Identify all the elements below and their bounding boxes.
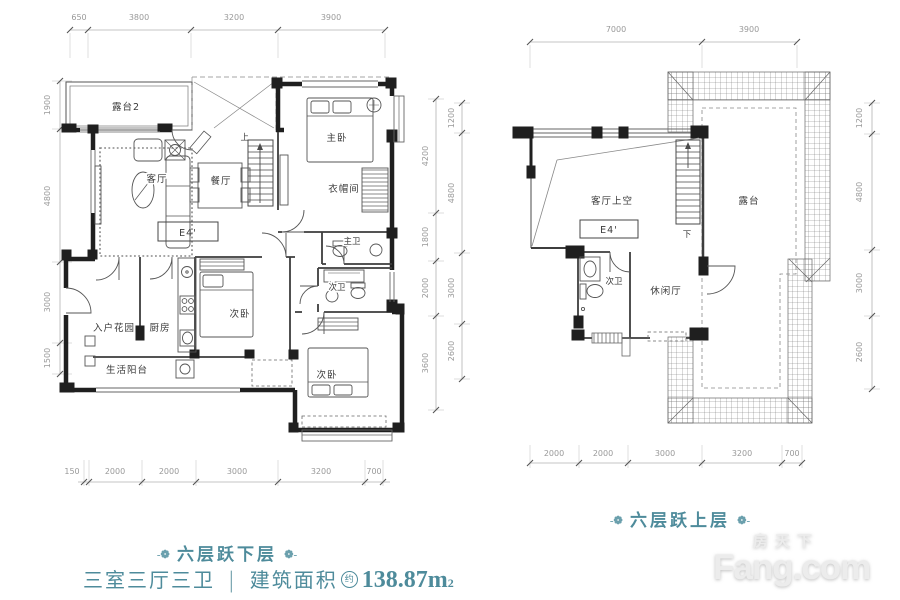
right-plan-fixtures [579, 256, 604, 312]
dim-label: 700 [366, 467, 381, 476]
dim-label: 4800 [447, 183, 456, 203]
room-label-living: 客厅 [146, 173, 167, 185]
area-exponent: 2 [447, 576, 456, 590]
dim-label: 2600 [447, 341, 456, 361]
unit-code-box-upper [579, 219, 639, 239]
dim-label: 3200 [311, 467, 331, 476]
dim-label: 1500 [43, 348, 52, 368]
room-label-bed2: 次卧 [229, 308, 250, 320]
room-label-bed3: 次卧 [316, 369, 337, 381]
left-plan-walls [59, 77, 405, 433]
right-plan-dimensions: 7000 3900 1200 4800 3000 2600 1200 4800 … [447, 25, 880, 468]
right-plan-roof-hatch [667, 71, 831, 424]
dim-label: 4800 [855, 182, 864, 202]
dim-label: 2000 [159, 467, 179, 476]
room-count-text: 三室三厅三卫 [83, 570, 215, 592]
right-plan-room-labels: 客厅上空 露台 次卫 休闲厅 下 E4' [579, 195, 759, 297]
room-label-second-bath: 次卫 [328, 282, 346, 293]
unit-code-label: E4' [179, 228, 197, 239]
dim-label: 1200 [447, 108, 456, 128]
unit-code-box [157, 221, 219, 242]
dim-label: 3000 [43, 292, 52, 312]
ornament-left: -❁ [156, 549, 170, 561]
right-plan-stairs [675, 139, 701, 225]
left-plan-doors [65, 129, 345, 335]
floorplan-drawing: 650 3800 3200 3900 1900 4800 3000 1500 4… [43, 13, 880, 486]
left-plan-stairs [247, 139, 274, 207]
dim-label: 650 [71, 13, 86, 22]
left-plan-dimensions: 650 3800 3200 3900 1900 4800 3000 1500 4… [43, 13, 444, 486]
dim-label: 150 [64, 467, 79, 476]
area-label: 建筑面积 [249, 570, 338, 592]
fang-watermark-logo: Fang.com [713, 548, 871, 587]
unit-code-label-upper: E4' [600, 225, 618, 236]
room-label-terrace: 露台 [738, 195, 759, 207]
left-plan-title-text: 六层跃下层 [177, 545, 277, 564]
left-plan-furniture [84, 97, 389, 398]
left-plan-windows [90, 80, 405, 442]
dim-label: 3900 [739, 25, 759, 34]
right-plan-title-text: 六层跃上层 [630, 511, 730, 530]
area-value: 138.87m [361, 567, 448, 593]
room-label-kitchen: 厨房 [149, 322, 170, 334]
room-label-leisure: 休闲厅 [650, 285, 682, 297]
dim-label: 3600 [421, 353, 430, 373]
approx-circle-badge: 约 [340, 570, 358, 588]
room-label-foyer: 入户花园 [93, 322, 135, 334]
dim-label: 2000 [544, 449, 564, 458]
room-label-master-bath: 主卫 [343, 236, 361, 247]
dim-label: 3200 [224, 13, 244, 22]
unit-spec-line: 三室三厅三卫 │ 建筑面积 约 138.87m 2 [83, 564, 456, 594]
right-plan-walls [512, 125, 709, 341]
dim-label: 4200 [421, 146, 430, 166]
ornament-left: -❁ [609, 515, 623, 527]
dim-label: 1900 [43, 95, 52, 115]
fang-watermark: 房天下 Fang.com [713, 534, 898, 585]
dim-label: 3900 [321, 13, 341, 22]
dim-label: 2000 [421, 278, 430, 298]
fang-watermark-cn: 房天下 [753, 533, 820, 550]
room-label-dining: 餐厅 [210, 175, 231, 187]
dim-label: 3000 [447, 278, 456, 298]
divider: │ [225, 571, 240, 591]
room-label-living-void: 客厅上空 [591, 195, 633, 207]
left-plan-title: -❁ 六层跃下层 ❁- [112, 540, 342, 565]
right-plan-windows [591, 331, 687, 357]
stairs-down-label: 下 [683, 230, 692, 240]
ornament-right: ❁- [737, 515, 751, 527]
right-floor-plan: 7000 3900 1200 4800 3000 2600 1200 4800 … [447, 25, 880, 468]
dim-label: 2600 [855, 342, 864, 362]
dim-label: 1800 [421, 227, 430, 247]
dim-label: 1200 [855, 108, 864, 128]
dim-label: 3200 [732, 449, 752, 458]
right-plan-title: -❁ 六层跃上层 ❁- [565, 506, 795, 531]
right-plan-doors [609, 251, 736, 295]
dim-label: 7000 [606, 25, 626, 34]
room-label-master: 主卧 [326, 132, 347, 144]
dim-label: 3000 [855, 273, 864, 293]
room-label-service-balcony: 生活阳台 [106, 364, 148, 376]
left-plan-room-labels: 露台2 客厅 餐厅 主卧 衣帽间 主卫 次卫 次卧 次卧 入户花园 厨房 生活阳… [93, 101, 363, 383]
stairs-up-label: 上 [240, 133, 249, 143]
ornament-right: ❁- [284, 549, 298, 561]
dim-label: 3800 [129, 13, 149, 22]
room-label-second-bath-upper: 次卫 [605, 276, 623, 287]
room-label-terrace2: 露台2 [112, 101, 140, 113]
left-floor-plan: 650 3800 3200 3900 1900 4800 3000 1500 4… [43, 13, 444, 486]
dim-label: 2000 [105, 467, 125, 476]
dim-label: 3000 [227, 467, 247, 476]
room-label-cloak: 衣帽间 [328, 183, 360, 195]
dim-label: 3000 [655, 449, 675, 458]
dim-label: 2000 [593, 449, 613, 458]
dim-label: 700 [784, 449, 799, 458]
dim-label: 4800 [43, 186, 52, 206]
